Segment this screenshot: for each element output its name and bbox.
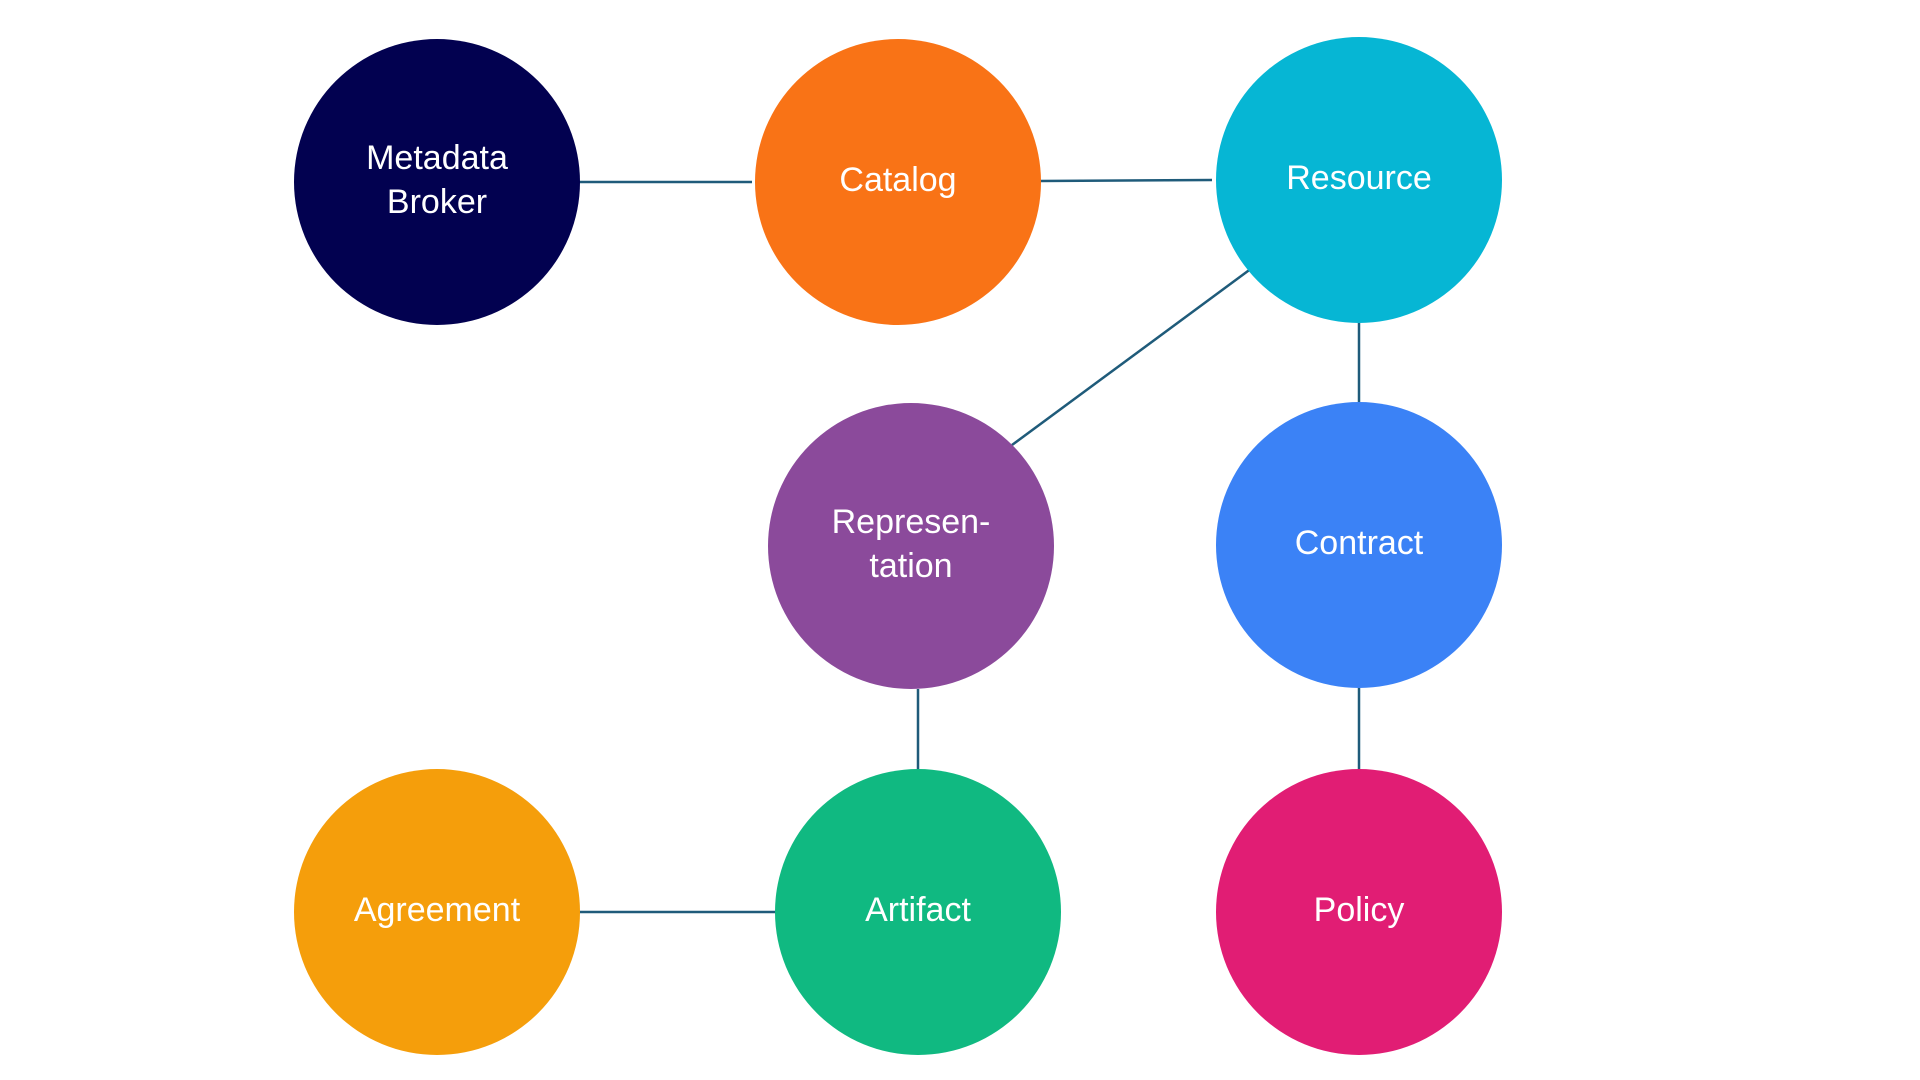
node-policy: Policy	[1216, 769, 1502, 1055]
node-policy-label: Policy	[1314, 891, 1405, 929]
node-representation-label-line-1: Represen-	[832, 503, 991, 541]
node-catalog-label: Catalog	[839, 161, 956, 199]
node-metadata-broker-label-line-2: Broker	[387, 183, 487, 221]
node-resource: Resource	[1216, 37, 1502, 323]
node-agreement: Agreement	[294, 769, 580, 1055]
node-agreement-circle	[294, 769, 580, 1055]
node-agreement-label: Agreement	[354, 891, 521, 929]
node-artifact-label: Artifact	[865, 891, 971, 929]
node-artifact-circle	[775, 769, 1061, 1055]
nodes-layer: Metadata Broker Catalog Resource Represe…	[294, 37, 1502, 1055]
node-representation: Represen- tation	[768, 403, 1054, 689]
edges-layer	[578, 178, 1361, 914]
node-representation-label-line-2: tation	[869, 547, 952, 585]
node-policy-circle	[1216, 769, 1502, 1055]
node-resource-circle	[1216, 37, 1502, 323]
node-resource-label: Resource	[1286, 159, 1432, 197]
node-artifact: Artifact	[775, 769, 1061, 1055]
node-metadata-broker-label-line-1: Metadata	[366, 139, 508, 177]
node-catalog-circle	[755, 39, 1041, 325]
node-contract: Contract	[1216, 402, 1502, 688]
node-contract-circle	[1216, 402, 1502, 688]
node-contract-label: Contract	[1295, 524, 1424, 562]
node-metadata-broker: Metadata Broker	[294, 39, 580, 325]
node-catalog: Catalog	[755, 39, 1041, 325]
node-metadata-broker-circle	[294, 39, 580, 325]
node-representation-circle	[768, 403, 1054, 689]
edge-resource-representation	[1011, 266, 1253, 447]
edge-catalog-resource	[1039, 178, 1213, 183]
